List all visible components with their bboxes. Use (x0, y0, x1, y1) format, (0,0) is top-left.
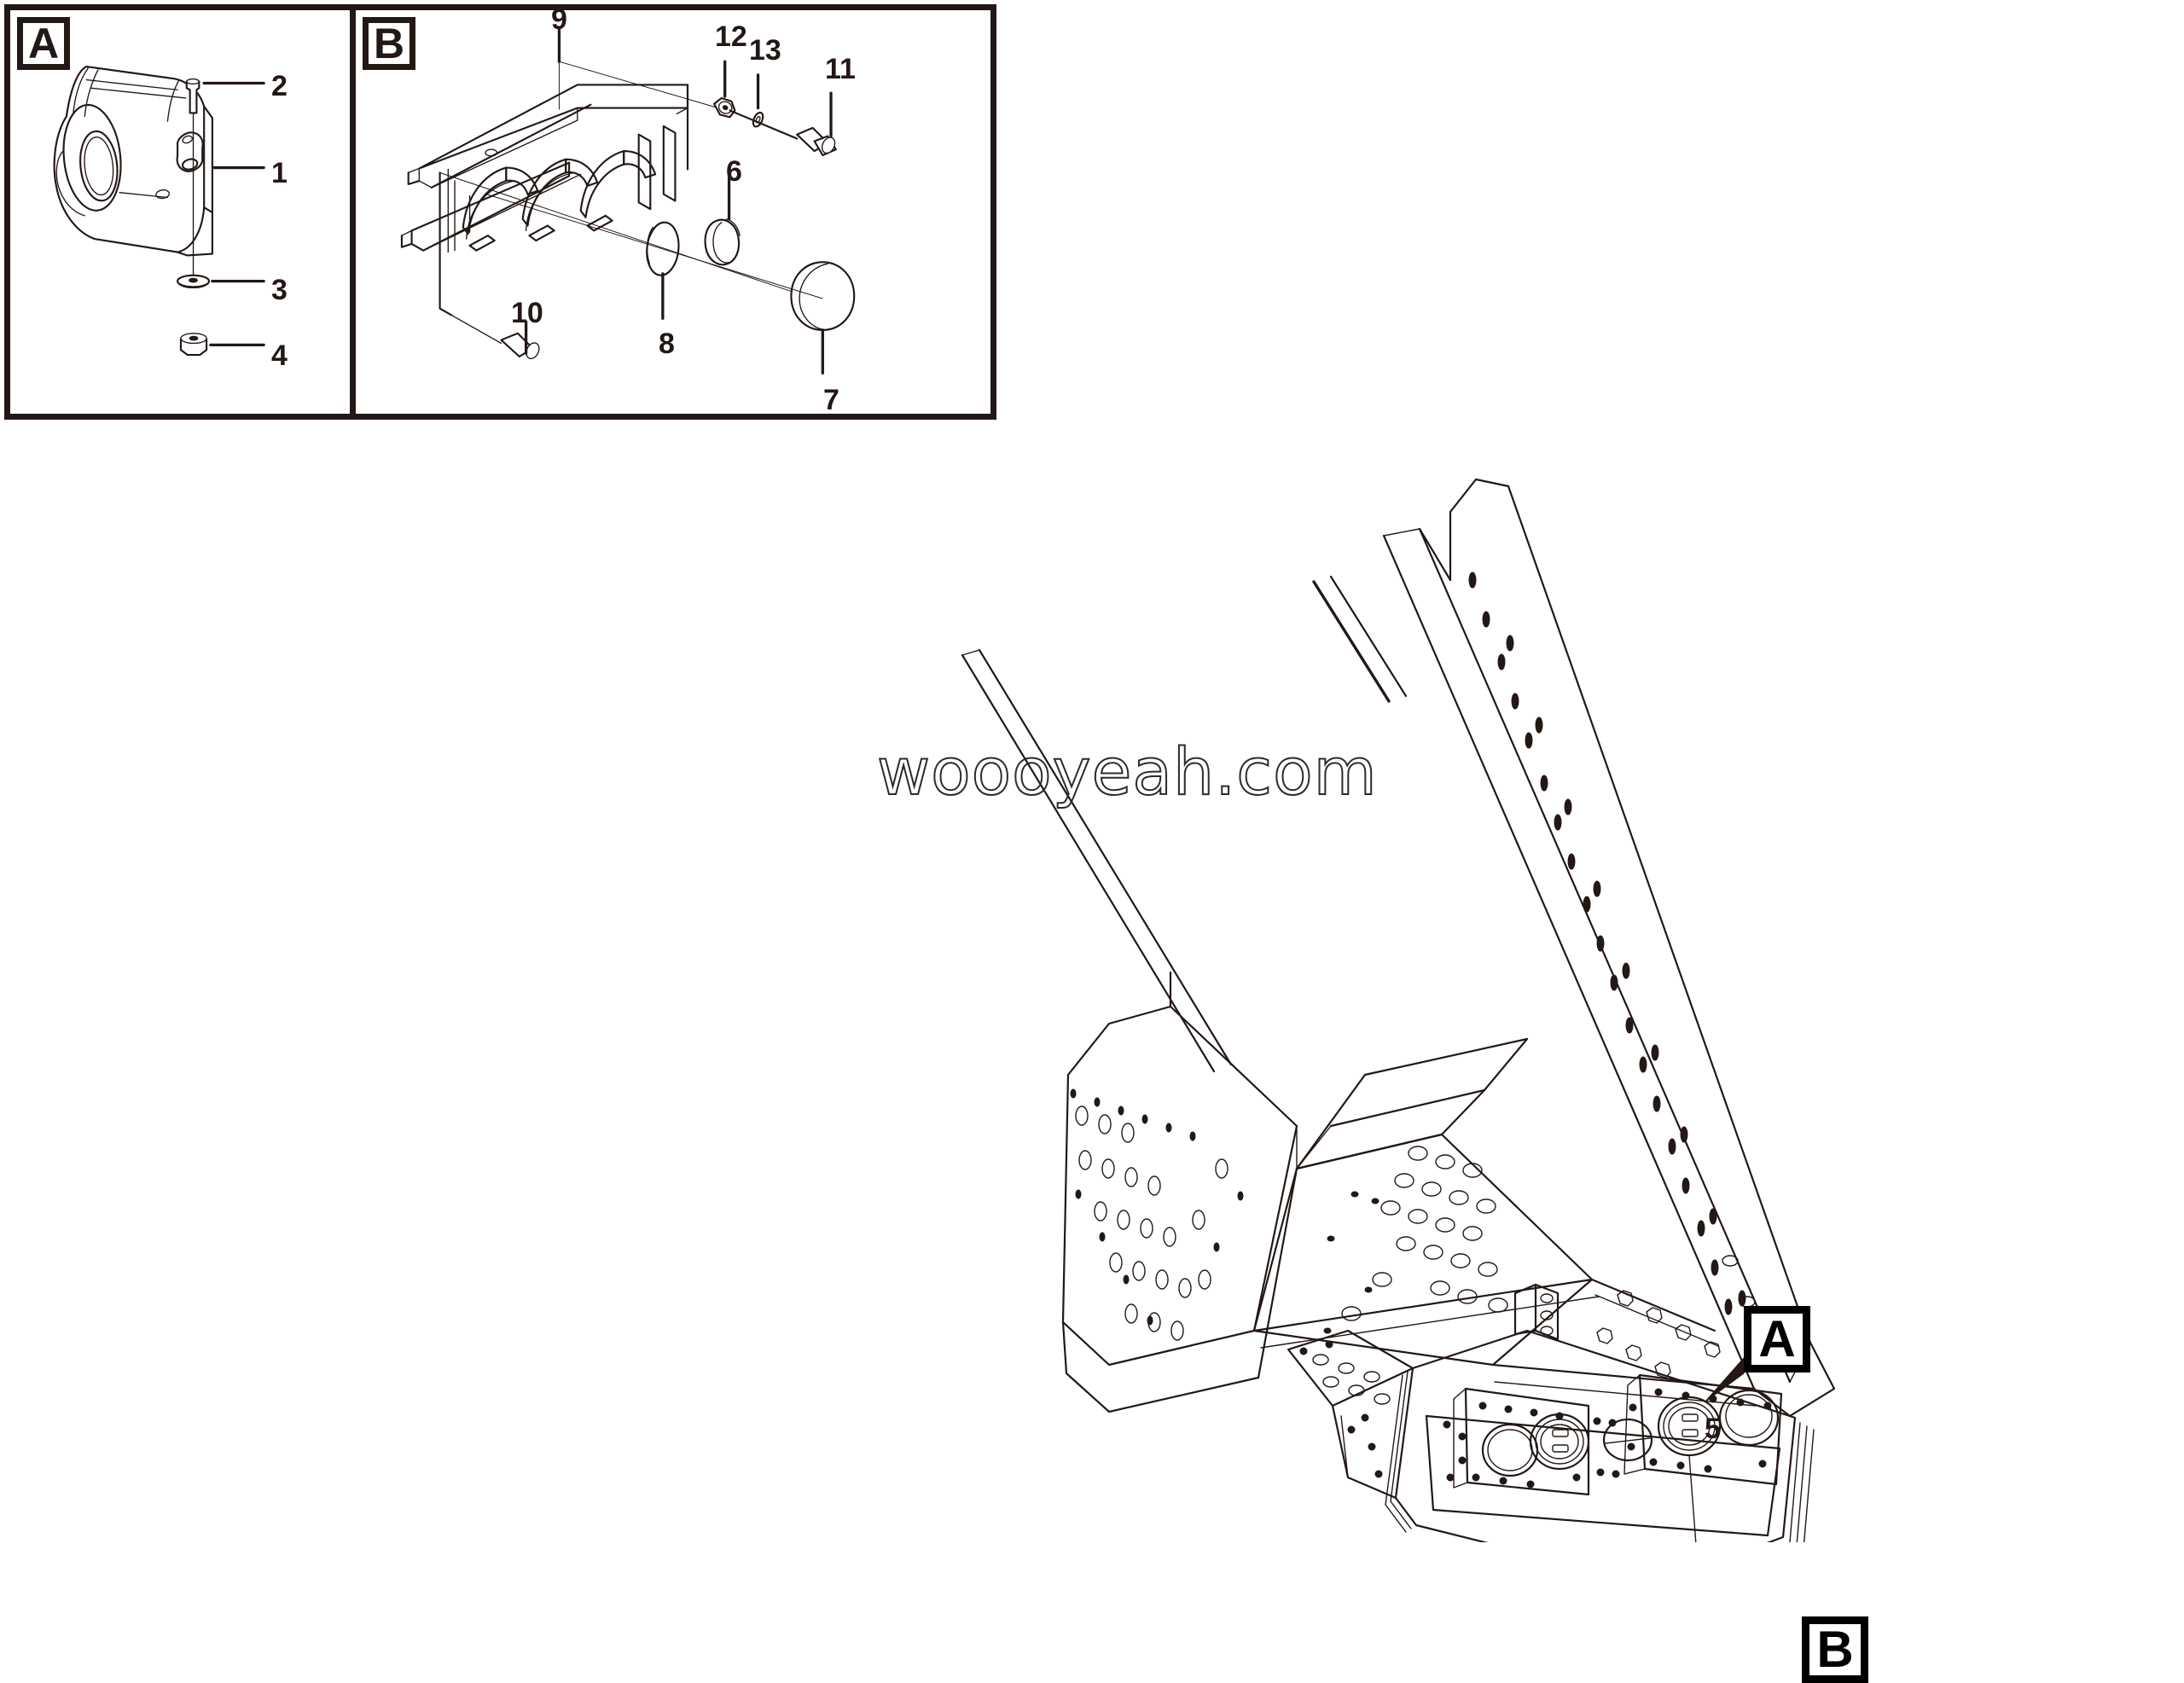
callout-flag-b: B (1802, 1616, 1868, 1683)
callout-a-tail (1704, 1356, 1745, 1403)
left-side-plate (1061, 971, 1298, 1413)
panel-a-leaders (202, 81, 265, 347)
panel-b-leaders (524, 26, 833, 375)
front-end-plate (1287, 1329, 1815, 1542)
callout-number-4: 4 (271, 340, 288, 372)
left-rail (961, 575, 1408, 1073)
nut-4-art (179, 333, 208, 357)
nut-12-art (713, 96, 736, 119)
cover-plate-art (790, 261, 856, 331)
callout-number-6: 6 (726, 155, 742, 188)
callout-number-13: 13 (749, 34, 781, 67)
panel-tag-b: B (363, 17, 415, 70)
diagram-sheet: A (0, 4, 2184, 1683)
callout-number-5: 5 (1705, 1413, 1721, 1445)
callout-number-8: 8 (659, 328, 675, 360)
callout-number-10: 10 (511, 297, 543, 329)
deck-plate (1252, 1037, 1594, 1367)
seal-ring-pointer (1688, 1454, 1697, 1542)
detail-panel-b: B (356, 5, 990, 416)
main-illustration: A B 5 (0, 427, 2184, 1683)
bracket-housing-art (53, 65, 213, 257)
callout-number-1: 1 (271, 157, 288, 189)
callout-number-9: 9 (551, 3, 567, 36)
callout-flag-a: A (1744, 1306, 1810, 1373)
panel-a-drawing (53, 65, 265, 357)
ring-6-art (704, 218, 741, 266)
washer-8-art (646, 221, 680, 276)
callout-number-7: 7 (823, 384, 839, 416)
callout-number-12: 12 (715, 20, 747, 53)
callout-number-2: 2 (271, 70, 288, 102)
callout-number-11: 11 (825, 53, 856, 85)
chassis-frame-drawing (961, 478, 1836, 1542)
panel-divider (350, 10, 356, 414)
detail-panel-frame: A (4, 4, 996, 420)
detail-panel-a: A (10, 10, 350, 414)
bolt-11-art (729, 109, 837, 157)
panel-b-drawing (400, 26, 856, 375)
washer-3-art (177, 274, 211, 289)
bolt-2-art (185, 78, 200, 280)
callout-number-3: 3 (271, 274, 288, 306)
right-rail (1382, 478, 1836, 1418)
bracket-frame-art (400, 84, 689, 316)
panel-tag-a: A (17, 17, 70, 70)
